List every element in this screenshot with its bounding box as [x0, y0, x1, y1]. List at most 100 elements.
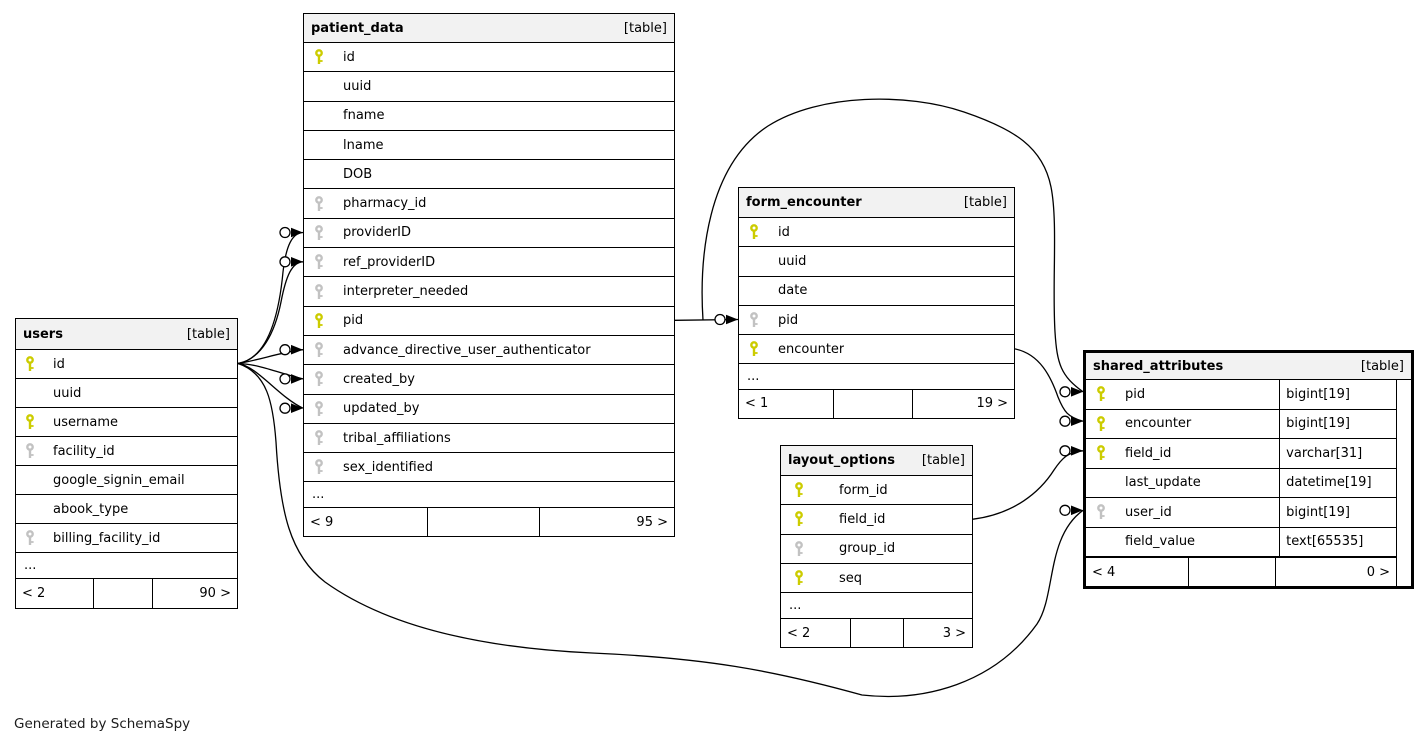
- column-name: uuid: [778, 253, 807, 269]
- key-cell: [739, 224, 771, 240]
- footer-children-count: 19 >: [911, 389, 1014, 418]
- column-row-google_signin_email[interactable]: google_signin_email: [16, 466, 237, 495]
- column-row-DOB[interactable]: DOB: [304, 160, 674, 190]
- column-row-providerID[interactable]: providerID: [304, 218, 674, 249]
- truncated-columns-row: ...: [781, 593, 972, 619]
- column-row-tribal_affiliations[interactable]: tribal_affiliations: [304, 423, 674, 454]
- relationship-line-patient_data.pid-to-shared_attributes.pid: [701, 98, 1084, 393]
- column-row-encounter[interactable]: encounter: [739, 335, 1014, 365]
- column-name: pid: [1125, 386, 1146, 402]
- column-row-username[interactable]: username: [16, 408, 237, 437]
- column-row-lname[interactable]: lname: [304, 130, 674, 161]
- fk-end-arrowhead: [291, 344, 303, 355]
- column-row-seq[interactable]: seq: [781, 563, 972, 594]
- foreign-key-icon: [315, 342, 323, 358]
- column-row-sex_identified[interactable]: sex_identified: [304, 453, 674, 483]
- table-header[interactable]: patient_data[table]: [304, 14, 674, 43]
- primary-key-icon: [26, 414, 34, 429]
- column-row-pharmacy_id[interactable]: pharmacy_id: [304, 189, 674, 219]
- column-name: updated_by: [343, 401, 420, 417]
- table-header[interactable]: layout_options[table]: [781, 446, 972, 476]
- table-header[interactable]: form_encounter[table]: [739, 188, 1014, 218]
- primary-key-icon: [315, 49, 323, 65]
- column-row-uuid[interactable]: uuid: [739, 247, 1014, 277]
- column-type: bigint[19]: [1279, 380, 1396, 409]
- key-cell: [304, 459, 336, 475]
- generated-by-note: Generated by SchemaSpy: [14, 716, 191, 732]
- relationship-line-users.id-to-patient_data.updated_by: [237, 362, 304, 409]
- column-row-group_id[interactable]: group_id: [781, 534, 972, 564]
- primary-key-icon: [795, 511, 803, 527]
- column-row-interpreter_needed[interactable]: interpreter_needed: [304, 277, 674, 307]
- key-cell: [1086, 445, 1118, 461]
- column-name: created_by: [343, 371, 415, 387]
- column-name: pid: [778, 312, 799, 328]
- key-cell: [304, 371, 336, 387]
- table-type-badge: [table]: [921, 453, 965, 468]
- table-header[interactable]: users[table]: [16, 319, 237, 350]
- primary-key-icon: [1097, 445, 1105, 461]
- column-row-form_id[interactable]: form_id: [781, 476, 972, 506]
- column-row-ref_providerID[interactable]: ref_providerID: [304, 248, 674, 278]
- column-name: field_id: [839, 511, 886, 527]
- foreign-key-icon: [26, 443, 34, 458]
- table-type-badge: [table]: [623, 20, 667, 36]
- column-row-id[interactable]: id: [16, 350, 237, 379]
- footer-children-count: 95 >: [538, 507, 674, 537]
- foreign-key-icon: [315, 195, 323, 211]
- column-name: username: [53, 414, 118, 430]
- truncated-columns-row: ...: [304, 482, 674, 507]
- column-name: id: [343, 49, 355, 65]
- column-row-pid[interactable]: pid: [739, 305, 1014, 336]
- column-row-id[interactable]: id: [739, 218, 1014, 248]
- footer-spacer-cell: [427, 507, 538, 537]
- table-header[interactable]: shared_attributes[table]: [1086, 353, 1411, 380]
- key-cell: [1086, 415, 1118, 432]
- foreign-key-icon: [26, 530, 34, 545]
- footer-spacer-cell: [93, 579, 152, 608]
- column-name: providerID: [343, 225, 412, 241]
- column-name: encounter: [778, 341, 845, 357]
- column-name: sex_identified: [343, 459, 433, 475]
- column-row-date[interactable]: date: [739, 276, 1014, 306]
- fk-end-circle: [279, 373, 291, 385]
- column-row-advance_directive_user_authenticator[interactable]: advance_directive_user_authenticator: [304, 335, 674, 366]
- primary-key-icon: [795, 482, 803, 498]
- footer-spacer-cell: [833, 389, 911, 418]
- column-row-uuid[interactable]: uuid: [16, 379, 237, 408]
- fk-end-circle: [1059, 386, 1071, 398]
- column-name: id: [778, 224, 790, 240]
- column-row-pid[interactable]: pid bigint[19]: [1086, 380, 1396, 410]
- column-row-billing_facility_id[interactable]: billing_facility_id: [16, 524, 237, 553]
- footer-children-count: 0 >: [1275, 558, 1396, 586]
- primary-key-icon: [26, 356, 34, 371]
- column-name: group_id: [839, 541, 896, 557]
- foreign-key-icon: [315, 430, 323, 445]
- column-row-updated_by[interactable]: updated_by: [304, 394, 674, 424]
- column-type: bigint[19]: [1279, 498, 1396, 527]
- fk-end-arrowhead: [291, 374, 303, 384]
- column-row-fname[interactable]: fname: [304, 101, 674, 131]
- fk-end-arrowhead: [291, 227, 303, 238]
- column-row-id[interactable]: id: [304, 43, 674, 73]
- column-name: tribal_affiliations: [343, 430, 451, 446]
- column-row-field_id[interactable]: field_id: [781, 505, 972, 535]
- column-row-pid[interactable]: pid: [304, 306, 674, 336]
- key-cell: [304, 430, 336, 446]
- fk-end-arrowhead: [1071, 505, 1083, 516]
- column-name: lname: [343, 137, 384, 153]
- column-row-facility_id[interactable]: facility_id: [16, 437, 237, 466]
- column-row-abook_type[interactable]: abook_type: [16, 495, 237, 524]
- footer-children-count: 3 >: [902, 619, 972, 648]
- column-row-uuid[interactable]: uuid: [304, 72, 674, 102]
- column-row-created_by[interactable]: created_by: [304, 365, 674, 395]
